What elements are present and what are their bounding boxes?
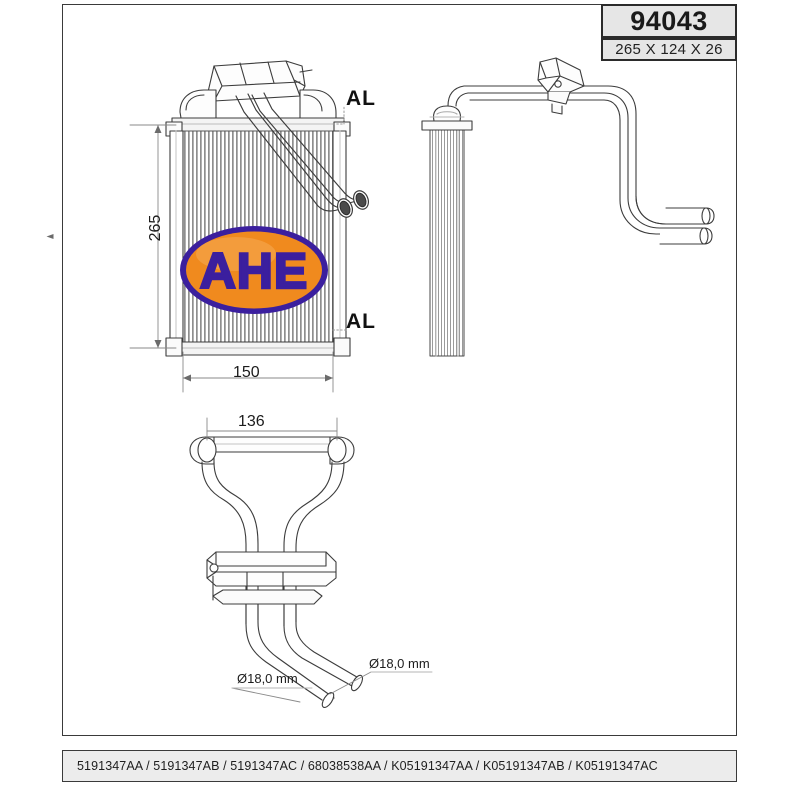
dimensions-box: 265 X 124 X 26 [601,38,737,61]
diameter-label-right: Ø18,0 mm [369,656,430,671]
dimension-height-265 [46,124,270,349]
dimension-label-width: 150 [233,364,260,381]
dimension-label-height: 265 [147,214,164,242]
material-label-top: AL [346,87,376,110]
ahe-logo: AHE [180,226,328,314]
material-label-bottom: AL [346,310,376,333]
oem-reference-text: 5191347AA / 5191347AB / 5191347AC / 6803… [77,759,658,773]
dimension-label-depth: 136 [238,413,265,430]
part-number-box: 94043 [601,4,737,38]
bottom-view-pipes [189,436,364,709]
dimension-width-150 [182,351,334,393]
part-number-text: 94043 [630,5,708,36]
oem-reference-bar: 5191347AA / 5191347AB / 5191347AC / 6803… [62,750,737,782]
diameter-leader-lines [231,671,433,703]
diameter-label-left: Ø18,0 mm [237,671,298,686]
dimension-depth-136 [206,417,338,441]
al-leader-lines [332,104,349,331]
ahe-logo-text: AHE [200,243,309,299]
side-view-heater-core [421,57,715,357]
dimensions-text: 265 X 124 X 26 [615,41,723,58]
